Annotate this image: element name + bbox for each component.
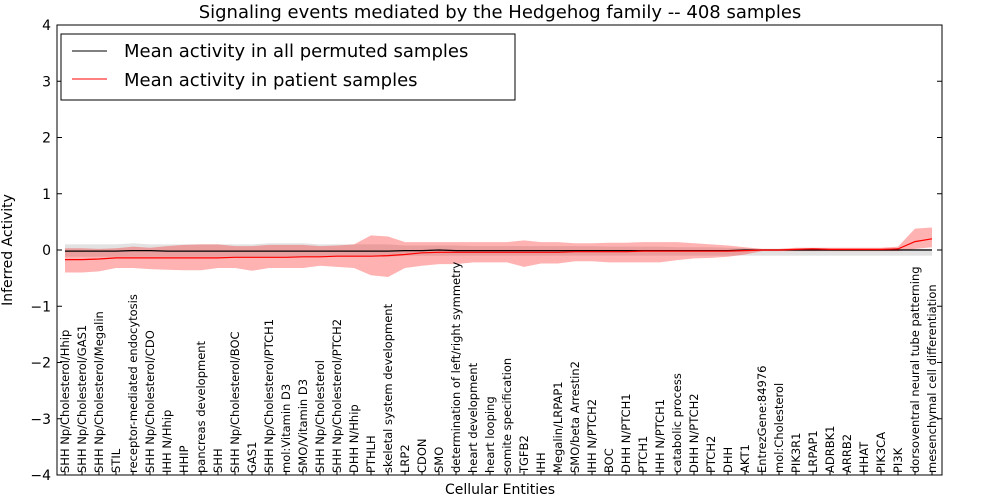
x-tick-label: SHH Np/Cholesterol/CDO	[143, 330, 157, 473]
x-tick-label: catabolic process	[670, 373, 684, 473]
x-tick-label: mol:Vitamin D3	[279, 384, 293, 473]
x-tick-label: determination of left/right symmetry	[449, 262, 463, 473]
x-tick-label: STIL	[109, 448, 123, 473]
x-tick-label: EntrezGene:84976	[755, 366, 769, 473]
y-tick-label: −1	[30, 299, 51, 315]
x-tick-label: IHH N/Hhip	[160, 410, 174, 473]
x-tick-label: receptor-mediated endocytosis	[126, 294, 140, 473]
x-tick-label: skeletal system development	[381, 303, 395, 473]
x-tick-label: Megalin/LRPAP1	[551, 381, 565, 473]
chart-title: Signaling events mediated by the Hedgeho…	[199, 2, 802, 23]
x-tick-label: IHH N/PTCH1	[653, 399, 667, 473]
x-tick-label: dorsoventral neural tube patterning	[908, 266, 922, 473]
y-tick-label: −3	[30, 412, 51, 428]
x-tick-label: CDON	[415, 438, 429, 473]
x-tick-label: SHH	[211, 448, 225, 473]
y-axis: −4 −3 −2 −1 0 1 2 3 4	[30, 18, 942, 484]
x-tick-label: SHH Np/Cholesterol	[313, 360, 327, 473]
y-tick-label: 4	[42, 18, 51, 34]
x-tick-label: SHH Np/Cholesterol/Hhip	[58, 330, 72, 473]
legend: Mean activity in all permuted samples Me…	[60, 33, 516, 101]
y-tick-label: 1	[42, 187, 51, 203]
x-axis-label: Cellular Entities	[445, 482, 555, 498]
x-tick-label: GAS1	[245, 442, 259, 473]
x-tick-label: IHH N/PTCH2	[585, 399, 599, 473]
x-tick-label: DHH	[721, 447, 735, 473]
legend-box	[60, 33, 516, 101]
x-tick-label: mol:Cholesterol	[772, 383, 786, 473]
x-tick-label: IHH	[534, 452, 548, 473]
x-tick-label: PTHLH	[364, 435, 378, 473]
x-tick-label: LRP2	[398, 444, 412, 473]
y-tick-label: 2	[42, 131, 51, 147]
line-patient-mean	[65, 238, 933, 261]
y-tick-label: −4	[30, 468, 51, 484]
x-tick-label: SMO/beta Arrestin2	[568, 361, 582, 473]
x-tick-label: SMO/Vitamin D3	[296, 379, 310, 473]
x-tick-label: DHH N/PTCH2	[687, 393, 701, 473]
x-tick-label: BOC	[602, 448, 616, 473]
x-tick-label: SHH Np/Cholesterol/PTCH2	[330, 319, 344, 473]
x-tick-label: ADRBK1	[823, 426, 837, 473]
x-tick-label: pancreas development	[194, 340, 208, 473]
x-tick-label: SHH Np/Cholesterol/GAS1	[75, 325, 89, 473]
x-tick-label: PIK3R1	[789, 433, 803, 474]
x-tick-label: PI3K	[891, 447, 905, 473]
x-tick-label: TGFB2	[517, 435, 531, 474]
x-tick-label: heart development	[466, 362, 480, 473]
x-tick-label: DHH N/PTCH1	[619, 393, 633, 473]
x-tick-label: DHH N/Hhip	[347, 404, 361, 473]
x-tick-label: mesenchymal cell differentiation	[925, 284, 939, 473]
series-lines	[65, 238, 933, 261]
x-tick-label: SHH Np/Cholesterol/BOC	[228, 331, 242, 473]
x-tick-label: HHAT	[857, 441, 871, 473]
x-tick-label: PIK3CA	[874, 432, 888, 473]
x-tick-label: PTCH2	[704, 436, 718, 473]
y-tick-label: −2	[30, 356, 51, 372]
x-tick-label: PTCH1	[636, 436, 650, 473]
x-tick-label: heart looping	[483, 396, 497, 473]
y-tick-label: 3	[42, 74, 51, 90]
x-tick-label: LRPAP1	[806, 430, 820, 473]
x-tick-label: SHH Np/Cholesterol/Megalin	[92, 311, 106, 473]
y-tick-label: 0	[42, 243, 51, 259]
x-tick-label: somite specification	[500, 358, 514, 473]
x-tick-label: SMO	[432, 447, 446, 473]
x-tick-label: HHIP	[177, 445, 191, 473]
x-tick-label: AKT1	[738, 444, 752, 473]
legend-label-patient: Mean activity in patient samples	[124, 70, 418, 91]
legend-label-permuted: Mean activity in all permuted samples	[124, 41, 468, 62]
x-tick-label: ARRB2	[840, 434, 854, 473]
y-axis-label: Inferred Activity	[0, 194, 16, 306]
x-tick-label: SHH Np/Cholesterol/PTCH1	[262, 319, 276, 473]
